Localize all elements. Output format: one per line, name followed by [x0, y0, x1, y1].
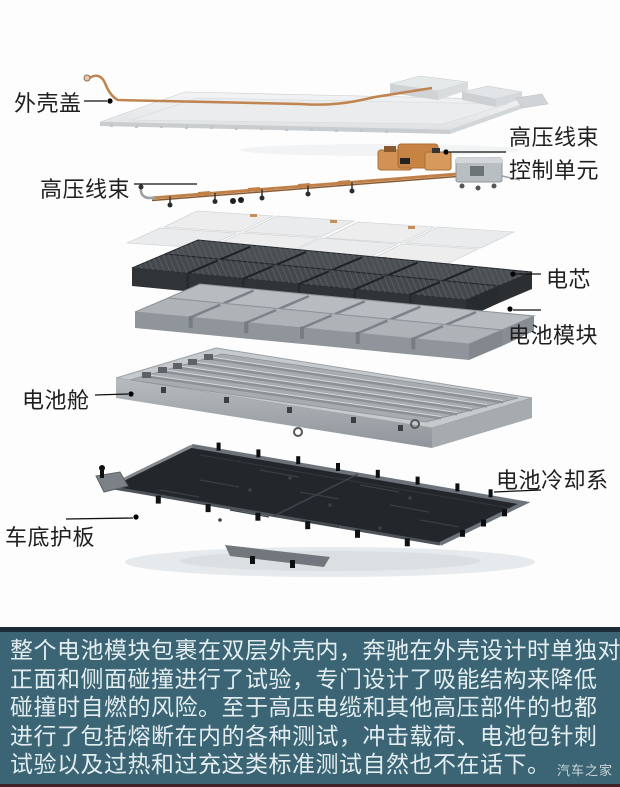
leader-lines — [65, 100, 542, 520]
caption-top-strip — [0, 627, 620, 632]
label-cell: 电芯 — [546, 267, 592, 292]
module-housings-layer — [134, 283, 536, 360]
caption-line-5: 试验以及过热和过充这类标准测试自然也不在话下。 — [10, 751, 551, 778]
hv-junction-box — [377, 143, 452, 171]
caption-line-2: 正面和侧面碰撞进行了试验，专门设计了吸能结构来降低 — [10, 665, 598, 692]
caption-line-1: 整个电池模块包裹在双层外壳内，奔驰在外壳设计时单独对 — [10, 637, 620, 663]
battery-tray-layer — [115, 347, 533, 448]
caption-block: 整个电池模块包裹在双层外壳内，奔驰在外壳设计时单独对 正面和侧面碰撞进行了试验，… — [0, 627, 620, 787]
exploded-diagram-art — [65, 74, 549, 577]
label-hv-unit-line1: 高压线束 — [509, 125, 600, 150]
watermark-autohome: 汽车之家 — [556, 763, 613, 778]
hv-harness-layer — [138, 143, 521, 208]
caption-line-3: 碰撞时自燃的风险。至于高压电缆和其他高压部件的也都 — [10, 694, 598, 721]
label-shell-cover: 外壳盖 — [14, 91, 82, 116]
caption-line-4: 进行了包括熔断在内的各种测试，冲击载荷、电池包针刺 — [10, 722, 598, 749]
exploded-battery-diagram: 外壳盖 高压线束 高压线束 控制单元 电芯 电池模块 电池舱 车底护板 电池冷却… — [5, 74, 609, 577]
shell-cover-layer — [83, 74, 549, 134]
label-underbody-guard: 车底护板 — [5, 525, 96, 550]
underbody-panel-layer — [95, 442, 531, 568]
control-unit-box — [455, 157, 521, 191]
label-hv-unit-line2: 控制单元 — [509, 158, 600, 183]
leader-dots — [107, 98, 516, 520]
label-hv-harness: 高压线束 — [40, 177, 131, 202]
label-battery-module: 电池模块 — [508, 323, 599, 348]
copper-pipe — [87, 74, 433, 106]
caption-text: 整个电池模块包裹在双层外壳内，奔驰在外壳设计时单独对 正面和侧面碰撞进行了试验，… — [10, 636, 620, 779]
label-battery-cooling: 电池冷却系 — [496, 468, 609, 493]
caption-bottom-strip — [0, 784, 620, 787]
label-battery-tray: 电池舱 — [22, 388, 90, 413]
